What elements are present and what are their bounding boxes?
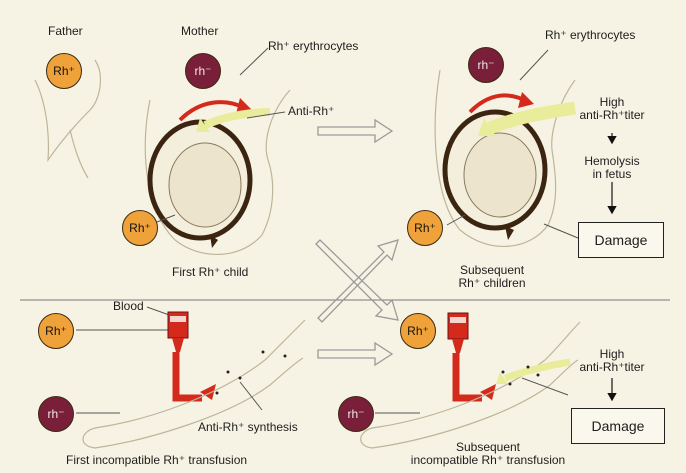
subsequent-children-label: Subsequent Rh⁺ children (458, 264, 525, 290)
arm-first (95, 320, 305, 428)
arrow-right-bottom (318, 343, 392, 365)
arrow-right-top (318, 120, 392, 142)
subsequent-transfusion-label: Subsequent incompatible Rh⁺ transfusion (411, 441, 565, 467)
mother-label: Mother (181, 25, 218, 38)
rh-erythrocytes-label-second: Rh⁺ erythrocytes (545, 29, 635, 42)
blood-label: Blood (113, 300, 144, 313)
anti-rh-synthesis-label: Anti-Rh⁺ synthesis (198, 421, 298, 434)
recipient-rh-badge-second: rh⁻ (338, 396, 374, 432)
blood-donor-rh-badge-second: Rh⁺ (400, 313, 436, 349)
blood-bag-first (168, 312, 216, 400)
rh-erythrocytes-label-first: Rh⁺ erythrocytes (268, 40, 358, 53)
subsequent-child-rh-badge: Rh⁺ (407, 210, 443, 246)
damage-box-bottom: Damage (571, 408, 665, 444)
hemolysis-label: Hemolysis in fetus (584, 155, 639, 181)
arrow-diag-up (318, 240, 398, 322)
antibody-dots-first (216, 351, 287, 395)
blood-donor-rh-badge-first: Rh⁺ (38, 313, 74, 349)
recipient-rh-badge-first: rh⁻ (38, 396, 74, 432)
first-transfusion-label: First incompatible Rh⁺ transfusion (66, 454, 247, 467)
first-child-rh-badge: Rh⁺ (122, 210, 158, 246)
blood-bag-second (448, 313, 496, 400)
father-label: Father (48, 25, 83, 38)
father-rh-badge: Rh⁺ (46, 53, 82, 89)
high-titer-label-bottom: High anti-Rh⁺titer (579, 348, 644, 374)
uterus-first (150, 122, 250, 248)
damage-box-top: Damage (578, 222, 664, 258)
mother-second-rh-badge: rh⁻ (468, 47, 504, 83)
high-titer-label-top: High anti-Rh⁺titer (579, 96, 644, 122)
antibody-arrow-first (205, 112, 270, 125)
mother-rh-badge: rh⁻ (185, 53, 221, 89)
anti-rh-label: Anti-Rh⁺ (288, 105, 334, 118)
first-child-label: First Rh⁺ child (172, 266, 248, 279)
